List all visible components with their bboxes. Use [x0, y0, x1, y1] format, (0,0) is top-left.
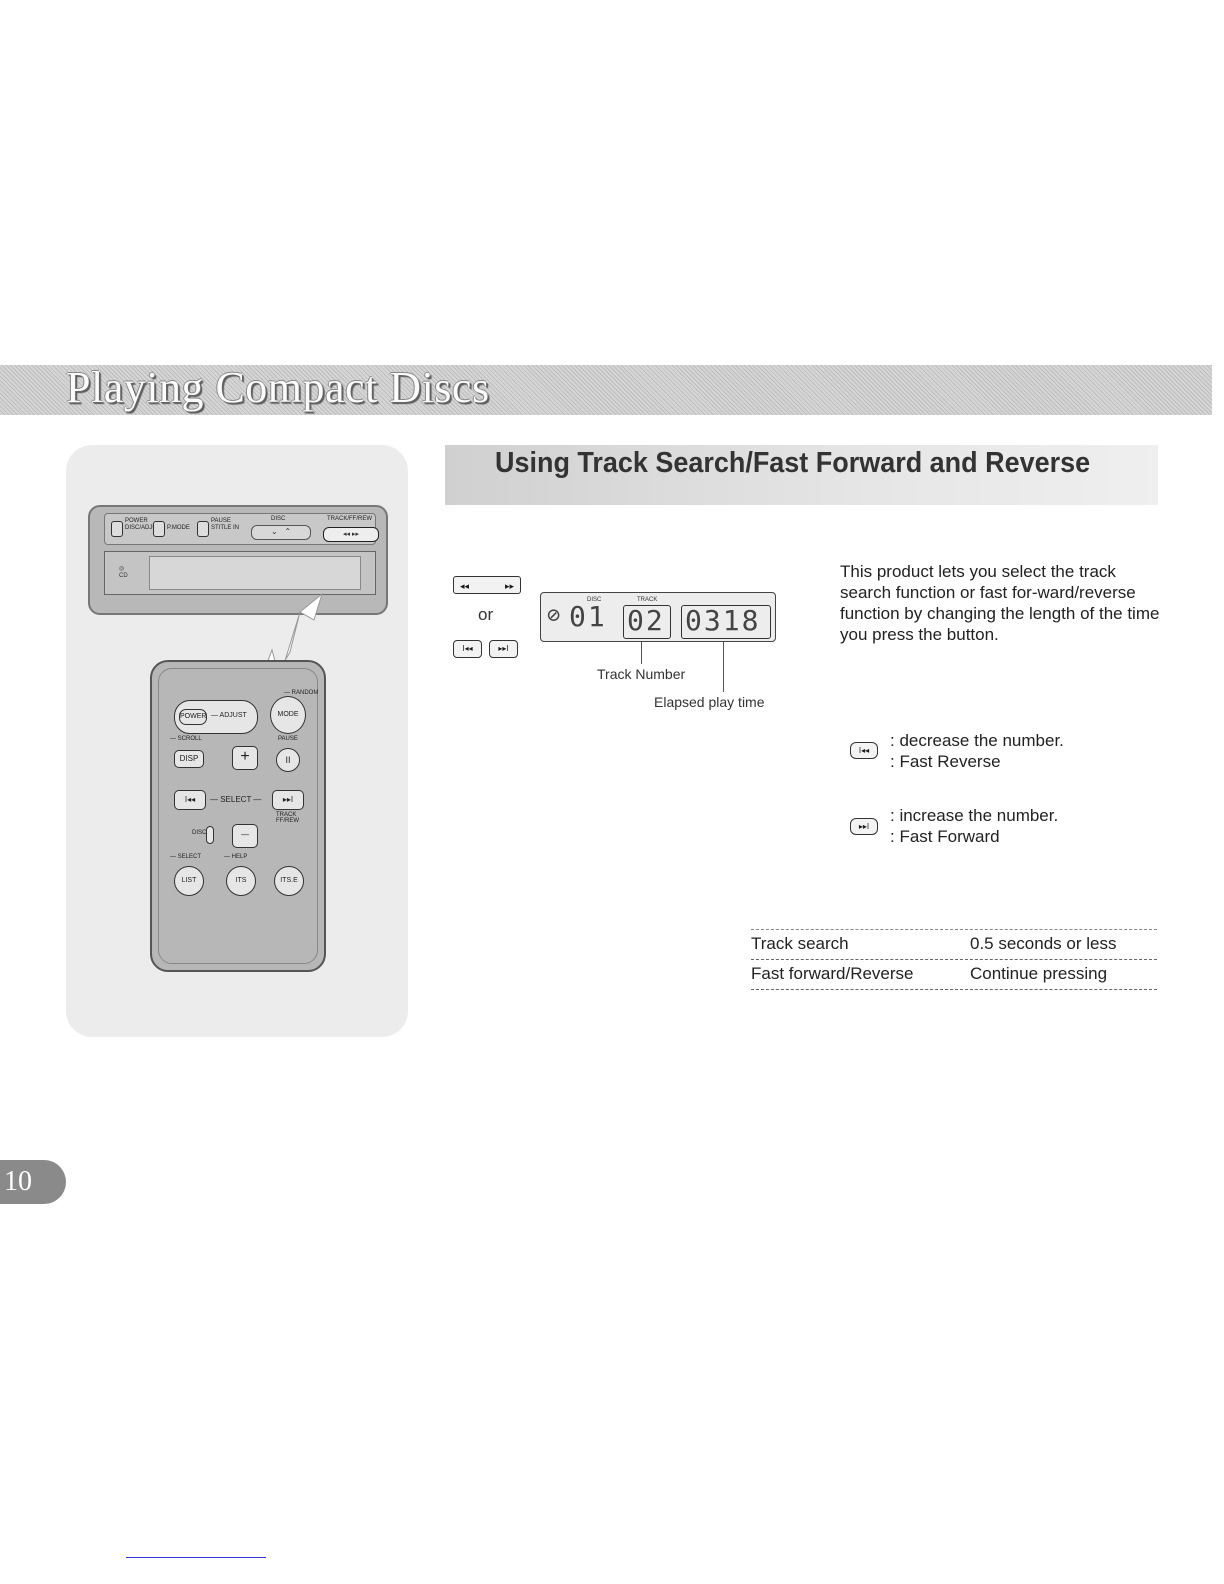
section-heading: Using Track Search/Fast Forward and Reve…: [495, 447, 1091, 479]
head-unit-button-strip: POWER DISC/ADJUST P.MODE PAUSE STITLE IN…: [104, 513, 379, 545]
random-label: — RANDOM: [284, 690, 319, 696]
its-button: ITS: [226, 866, 256, 896]
p-button-icon: [153, 521, 165, 537]
heading-band: [445, 445, 1158, 505]
table-cell-function: Track search: [751, 934, 849, 953]
disc-label: DISC: [192, 830, 207, 836]
pause-label: PAUSE: [278, 736, 298, 742]
table-cell-press: 0.5 seconds or less: [970, 934, 1117, 953]
pause-button: II: [276, 748, 300, 772]
prev-track-icon: I◂◂: [453, 640, 482, 658]
head-unit-illustration: POWER DISC/ADJUST P.MODE PAUSE STITLE IN…: [88, 505, 388, 615]
next-track-icon: ▸▸I: [489, 640, 518, 658]
lcd-display-illustration: ⊘ DISC 01 TRACK 02 0318: [540, 592, 776, 642]
table-cell-function: Fast forward/Reverse: [751, 964, 914, 983]
track-ffrew-button: ◂◂ ▸▸: [323, 527, 379, 542]
power-label: POWER DISC/ADJUST: [125, 518, 165, 531]
pause-button-icon: [197, 521, 209, 537]
footer-rule: [126, 1557, 266, 1558]
scroll-label: — SCROLL: [170, 736, 202, 742]
next-key-line1: : increase the number.: [890, 806, 1059, 825]
page-number-tab: [0, 1160, 66, 1204]
track-ffrew-pill-icon: ◂◂ ▸▸: [453, 576, 521, 594]
table-row: Track search 0.5 seconds or less: [751, 930, 1157, 960]
next-button: ▸▸I: [272, 790, 304, 810]
disp-button: DISP: [174, 750, 204, 768]
compact-disc-logo-icon: ◎CD: [119, 566, 128, 579]
intro-paragraph: This product lets you select the track s…: [840, 562, 1160, 644]
track-number-box: [623, 605, 671, 639]
prev-key-icon: I◂◂: [850, 742, 878, 759]
head-unit-display: [149, 556, 361, 590]
section-header-band: [0, 365, 1212, 415]
elapsed-time-box: [681, 605, 771, 639]
power-adjust-button: POWER — ADJUST: [174, 700, 258, 734]
prev-button: I◂◂: [174, 790, 206, 810]
its-e-button: ITS.E: [274, 866, 304, 896]
power-button-icon: [111, 521, 123, 537]
table-row: Fast forward/Reverse Continue pressing: [751, 960, 1157, 990]
select-sub-label: — SELECT: [170, 854, 202, 860]
lcd-elapsed-time: 0318: [685, 604, 761, 637]
disc-arrows-icon: ⌄ ⌃: [251, 525, 311, 540]
prev-key-line2: : Fast Reverse: [890, 752, 1001, 771]
page-number: 10: [4, 1166, 32, 1197]
adjust-label: — ADJUST: [211, 712, 247, 719]
power-button-label: POWER: [179, 709, 207, 725]
track-number-caption: Track Number: [597, 666, 686, 682]
table-cell-press: Continue pressing: [970, 964, 1108, 983]
lcd-track-label: TRACK: [637, 597, 658, 603]
next-key-icon: ▸▸I: [850, 818, 878, 835]
track-number-leader: [641, 642, 642, 664]
list-button: LIST: [174, 866, 204, 896]
remote-control-illustration: — RANDOM POWER — ADJUST MODE — SCROLL PA…: [150, 660, 326, 972]
disc-label: DISC: [271, 516, 286, 522]
next-key-line2: : Fast Forward: [890, 827, 1000, 846]
or-label: or: [478, 605, 494, 624]
disc-icon: ⊘: [547, 603, 563, 628]
minus-button: —: [232, 824, 258, 848]
lcd-disc-label: DISC: [587, 597, 602, 603]
rewind-icon: ◂◂: [460, 581, 470, 591]
head-unit-screen: ◎CD: [104, 551, 376, 595]
table-top-rule: [751, 929, 1157, 930]
lcd-disc-number: 01: [569, 600, 607, 633]
mode-button: MODE: [270, 696, 306, 734]
elapsed-time-caption: Elapsed play time: [654, 694, 765, 710]
elapsed-time-leader: [723, 642, 724, 692]
pmode-label: P.MODE: [167, 525, 190, 531]
remote-inner-border: [158, 668, 318, 964]
disc-indicator-icon: [206, 826, 214, 844]
section-title: Playing Compact Discs: [66, 363, 490, 412]
fast-forward-icon: ▸▸: [504, 581, 514, 591]
track-ffrew-label: TRACK FF/REW: [276, 812, 299, 824]
pause-label: PAUSE STITLE IN: [211, 518, 240, 531]
track-ffrew-label: TRACK/FF/REW: [327, 516, 372, 522]
prev-key-line1: : decrease the number.: [890, 731, 1064, 750]
help-label: — HELP: [224, 854, 248, 860]
lcd-track-number: 02: [627, 604, 665, 637]
plus-button: +: [232, 746, 258, 770]
select-label: — SELECT —: [210, 795, 262, 804]
